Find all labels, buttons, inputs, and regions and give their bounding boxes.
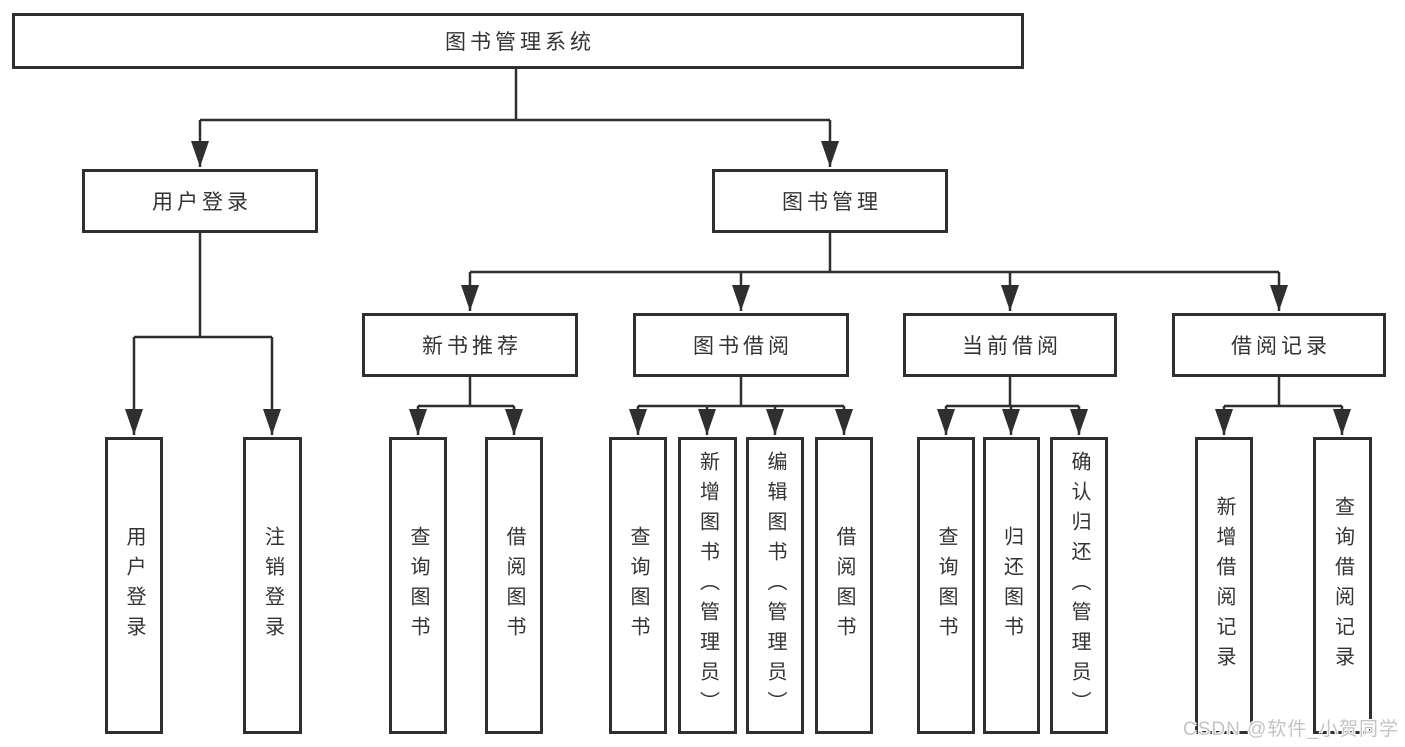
connector-book-borrowing-children	[629, 377, 853, 435]
node-label: 查询图书	[627, 525, 649, 646]
connector-book-management-children	[461, 233, 1288, 311]
node-book-borrowing: 图书借阅	[633, 313, 849, 377]
watermark: CSDN @软件_小贺同学	[1183, 719, 1399, 740]
node-new-book-recommend: 新书推荐	[362, 313, 578, 377]
node-label: 图书管理系统	[445, 31, 595, 54]
node-label: 用户登录	[123, 525, 145, 646]
node-label: 确认归还（管理员）	[1068, 450, 1090, 721]
node-label: 编辑图书（管理员）	[764, 450, 786, 721]
node-confirm-return-admin: 确认归还（管理员）	[1050, 437, 1108, 734]
node-add-book-admin: 新增图书（管理员）	[678, 437, 737, 734]
node-label: 新增借阅记录	[1213, 495, 1235, 676]
node-borrowing-records: 借阅记录	[1172, 313, 1386, 377]
node-label: 图书借阅	[693, 335, 793, 358]
node-label: 注销登录	[261, 525, 284, 646]
node-return-books: 归还图书	[983, 437, 1040, 734]
node-edit-book-admin: 编辑图书（管理员）	[746, 437, 804, 734]
node-add-borrow-record: 新增借阅记录	[1195, 437, 1253, 734]
node-borrow-books: 借阅图书	[485, 437, 543, 734]
node-query-books: 查询图书	[917, 437, 975, 734]
node-label: 当前借阅	[962, 335, 1062, 358]
node-current-borrowing: 当前借阅	[903, 313, 1117, 377]
node-label: 新书推荐	[422, 335, 522, 358]
connector-borrowing-records-children	[1215, 377, 1351, 435]
node-label: 用户登录	[152, 191, 252, 214]
node-label: 借阅图书	[833, 525, 855, 646]
node-label: 查询图书	[935, 525, 957, 646]
node-label: 借阅记录	[1231, 335, 1331, 358]
node-label: 图书管理	[782, 191, 882, 214]
node-query-books: 查询图书	[389, 437, 447, 734]
node-logout: 注销登录	[243, 437, 302, 734]
node-book-management: 图书管理	[712, 169, 948, 233]
node-user-login: 用户登录	[82, 169, 318, 233]
connector-user-login-children	[125, 233, 281, 435]
node-library-system: 图书管理系统	[12, 13, 1024, 69]
node-label: 新增图书（管理员）	[696, 450, 719, 721]
node-query-borrow-record: 查询借阅记录	[1313, 437, 1372, 734]
node-label: 查询图书	[407, 525, 429, 646]
node-label: 借阅图书	[503, 525, 525, 646]
node-user-login-leaf: 用户登录	[105, 437, 163, 734]
connector-new-book-recommend-children	[409, 377, 523, 435]
node-query-books: 查询图书	[609, 437, 667, 734]
node-label: 归还图书	[1000, 525, 1023, 646]
node-borrow-books: 借阅图书	[815, 437, 873, 734]
connector-root-to-level2	[191, 69, 839, 167]
connector-current-borrowing-children	[937, 377, 1088, 435]
node-label: 查询借阅记录	[1331, 495, 1354, 676]
